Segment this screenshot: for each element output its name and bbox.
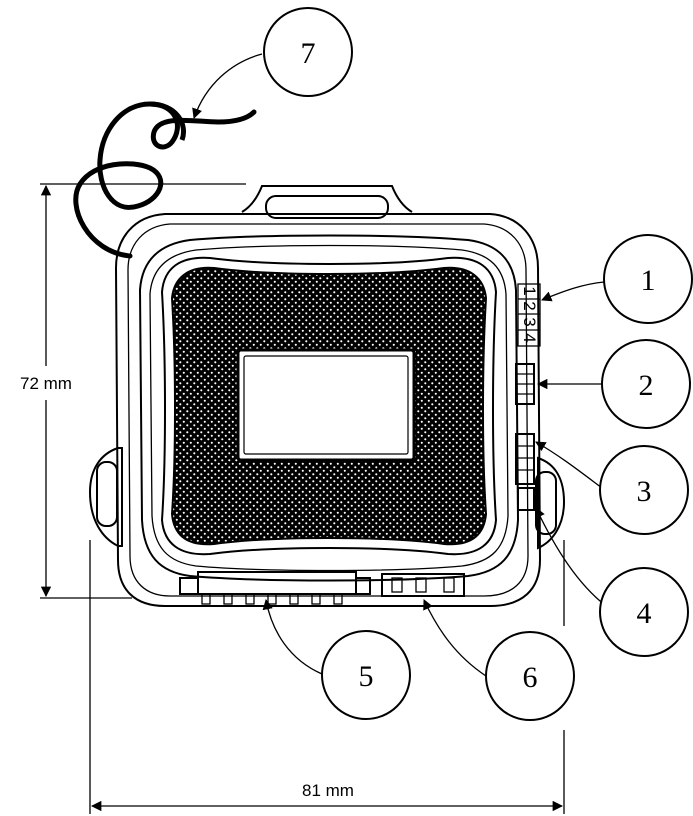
top-handle-slot [265,195,389,219]
left-clip-slot [96,461,118,527]
callout-6-number: 6 [523,661,538,694]
height-label: 72 mm [20,374,72,393]
callout-3: 3 [599,445,689,535]
bumper-frame-inner [149,244,509,572]
callout-2-number: 2 [639,369,654,402]
callout-1-number: 1 [641,264,656,297]
grip-frame [160,256,498,556]
side-buttons[interactable] [515,363,535,405]
outer-housing [114,213,542,607]
left-clip [88,447,123,547]
dip-switch-label-1: 1 [520,286,539,295]
callout-4: 4 [599,567,689,657]
right-clip-slot [535,471,557,535]
callout-leaders [192,53,607,677]
dip-switch[interactable] [517,283,541,347]
side-port[interactable] [517,487,535,511]
right-clip [537,456,566,550]
bumper-frame [138,234,520,582]
side-connector[interactable] [515,433,535,485]
callout-2: 2 [601,339,691,429]
height-dimension [40,183,246,599]
width-dimension [89,540,565,814]
display-window [236,348,416,462]
width-label: 81 mm [302,781,354,800]
cable [73,101,257,259]
callout-1: 1 [603,234,693,324]
callout-7: 7 [263,7,353,97]
dip-switch-label-2: 2 [520,301,539,310]
callout-4-number: 4 [637,597,652,630]
display-window-inner [243,355,409,455]
callout-5: 5 [321,630,411,720]
callout-6: 6 [485,631,575,721]
callout-7-number: 7 [301,37,316,70]
device-body: 1 2 3 4 [88,185,566,607]
dip-switch-label-3: 3 [520,317,539,326]
callout-5-number: 5 [359,660,374,693]
dip-switch-label-4: 4 [520,333,539,342]
top-handle [241,185,413,213]
bottom-port[interactable] [381,573,465,597]
callout-3-number: 3 [637,475,652,508]
